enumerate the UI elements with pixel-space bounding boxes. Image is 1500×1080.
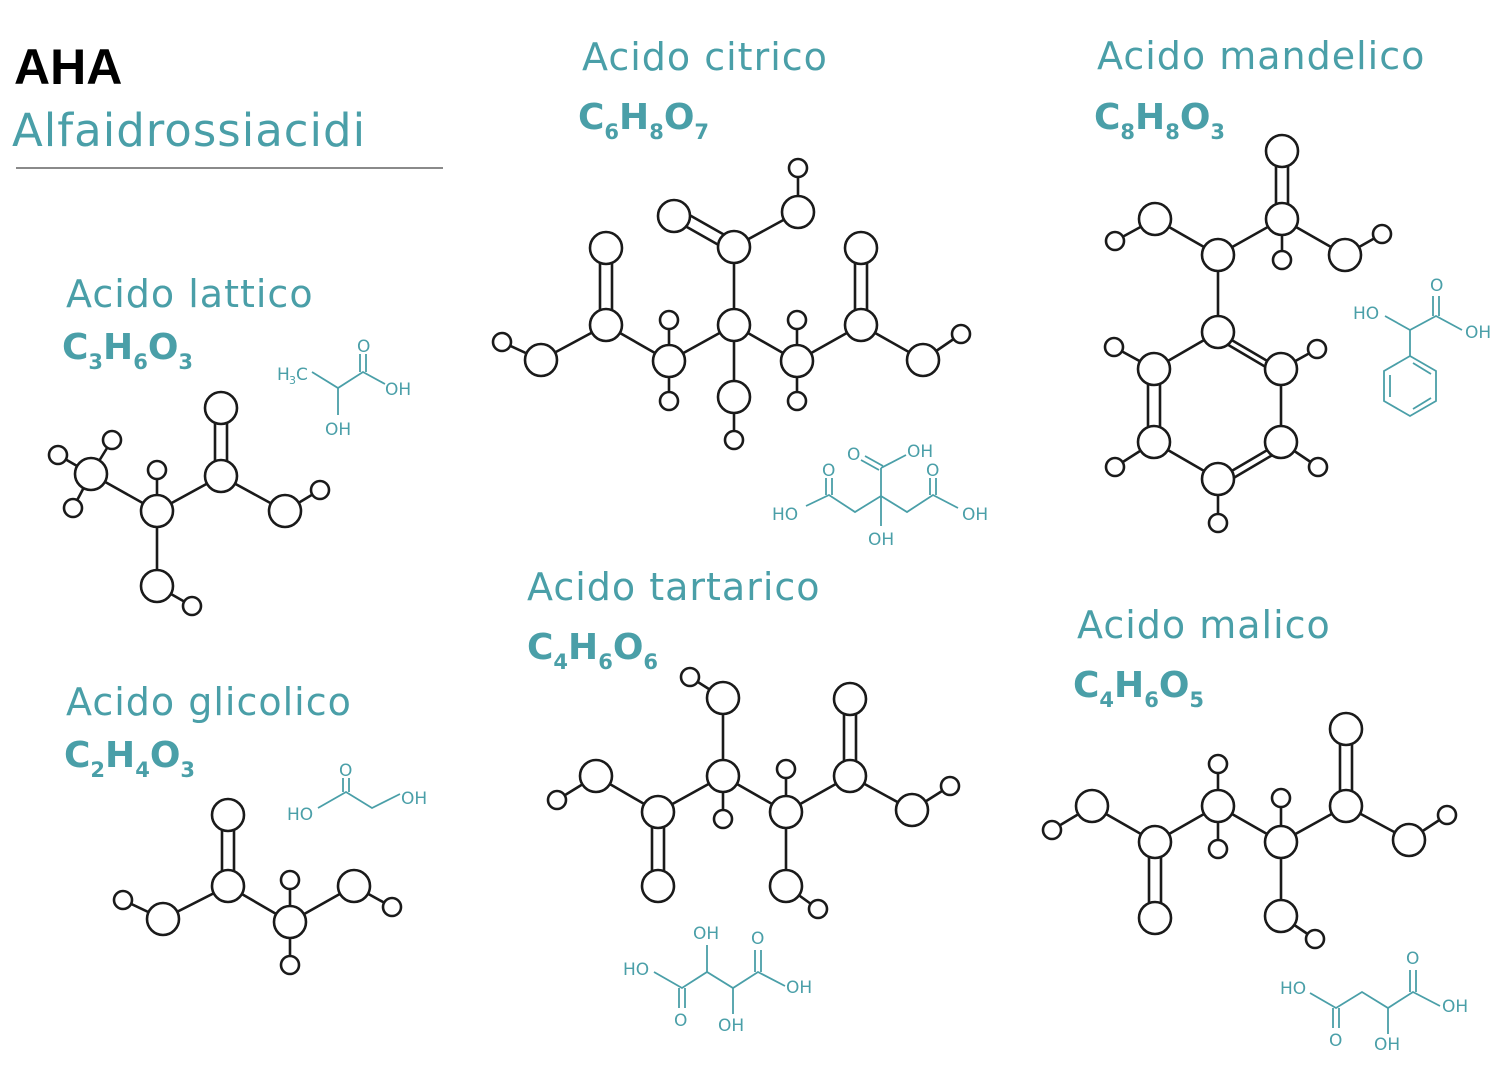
formula-count: 3 — [180, 758, 196, 782]
formula-count: 7 — [694, 120, 710, 144]
svg-text:O: O — [1406, 949, 1419, 969]
formula-element: H — [1114, 665, 1145, 706]
model-lattico — [47, 390, 331, 617]
svg-text:O: O — [357, 337, 370, 357]
formula-element: O — [147, 327, 179, 368]
formula-count: 4 — [1099, 688, 1115, 712]
svg-text:H: H — [277, 365, 290, 385]
skeletal-tartarico: OH O HO OH O OH — [623, 924, 812, 1036]
svg-text:OH: OH — [1374, 1035, 1400, 1055]
formula-count: 8 — [649, 120, 664, 144]
molecule-name-lattico: Acido lattico — [66, 272, 314, 316]
formula-count: 6 — [604, 120, 620, 144]
formula-count: 6 — [643, 650, 659, 674]
svg-text:OH: OH — [325, 420, 351, 440]
formula-element: O — [1158, 665, 1190, 706]
molecule-name-glicolico: Acido glicolico — [66, 680, 352, 724]
svg-text:OH: OH — [385, 380, 411, 400]
svg-text:HO: HO — [1353, 304, 1379, 324]
formula-count: 8 — [1165, 120, 1180, 144]
svg-text:O: O — [822, 461, 835, 481]
molecule-name-tartarico: Acido tartarico — [527, 565, 821, 609]
formula-element: H — [619, 97, 650, 138]
formula-count: 6 — [1144, 688, 1159, 712]
svg-text:O: O — [1430, 276, 1443, 296]
molecule-name-citrico: Acido citrico — [582, 35, 828, 79]
formula-element: O — [612, 627, 644, 668]
model-citrico — [491, 157, 972, 451]
svg-text:OH: OH — [718, 1016, 744, 1036]
svg-text:O: O — [339, 761, 352, 781]
formula-element: H — [1135, 97, 1166, 138]
formula-count: 2 — [90, 758, 106, 782]
title-divider — [16, 167, 443, 169]
formula-element: C — [578, 97, 605, 138]
model-tartarico — [546, 666, 961, 920]
formula-count: 3 — [178, 350, 194, 374]
svg-text:OH: OH — [693, 924, 719, 944]
skeletal-lattico: H 3 C O OH OH — [277, 337, 411, 440]
formula-element: C — [62, 327, 89, 368]
formula-element: H — [568, 627, 599, 668]
svg-text:OH: OH — [401, 789, 427, 809]
page-title: AHA — [14, 39, 123, 95]
formula-citrico: C6H8O7 — [578, 100, 709, 143]
formula-glicolico: C2H4O3 — [64, 738, 195, 781]
formula-count: 6 — [133, 350, 148, 374]
skeletal-mandelico: O HO OH — [1353, 276, 1491, 418]
svg-text:C: C — [296, 365, 308, 385]
svg-text:O: O — [751, 929, 764, 949]
svg-text:HO: HO — [1280, 979, 1306, 999]
molecule-name-mandelico: Acido mandelico — [1097, 34, 1426, 78]
svg-text:OH: OH — [962, 505, 988, 525]
formula-element: H — [105, 735, 136, 776]
formula-count: 8 — [1120, 120, 1136, 144]
svg-text:OH: OH — [1465, 323, 1491, 343]
formula-count: 3 — [1210, 120, 1226, 144]
formula-count: 4 — [135, 758, 150, 782]
svg-text:OH: OH — [907, 442, 933, 462]
svg-text:O: O — [926, 461, 939, 481]
svg-text:O: O — [847, 445, 860, 465]
skeletal-citrico: O OH O O HO OH OH — [772, 442, 988, 550]
svg-text:OH: OH — [868, 530, 894, 550]
formula-element: O — [663, 97, 695, 138]
formula-count: 3 — [88, 350, 104, 374]
formula-lattico: C3H6O3 — [62, 330, 193, 373]
formula-tartarico: C4H6O6 — [527, 630, 658, 673]
svg-text:OH: OH — [786, 978, 812, 998]
svg-text:O: O — [674, 1011, 687, 1031]
formula-malico: C4H6O5 — [1073, 668, 1204, 711]
formula-element: C — [1094, 97, 1121, 138]
svg-text:HO: HO — [772, 505, 798, 525]
svg-text:HO: HO — [287, 805, 313, 825]
model-mandelico — [1103, 133, 1393, 534]
formula-count: 4 — [553, 650, 569, 674]
formula-element: C — [64, 735, 91, 776]
skeletal-malico: O HO OH O OH — [1280, 949, 1468, 1055]
formula-element: C — [1073, 665, 1100, 706]
formula-element: C — [527, 627, 554, 668]
formula-mandelico: C8H8O3 — [1094, 100, 1225, 143]
skeletal-glicolico: O HO OH — [287, 761, 427, 825]
formula-count: 5 — [1189, 688, 1205, 712]
formula-element: O — [149, 735, 181, 776]
model-malico — [1041, 711, 1458, 950]
svg-text:O: O — [1329, 1031, 1342, 1051]
svg-text:HO: HO — [623, 960, 649, 980]
svg-text:OH: OH — [1442, 997, 1468, 1017]
page-subtitle: Alfaidrossiacidi — [12, 104, 367, 157]
model-glicolico — [112, 797, 403, 976]
formula-element: O — [1179, 97, 1211, 138]
molecule-name-malico: Acido malico — [1077, 603, 1331, 647]
formula-count: 6 — [598, 650, 613, 674]
svg-text:3: 3 — [289, 374, 296, 387]
formula-element: H — [103, 327, 134, 368]
